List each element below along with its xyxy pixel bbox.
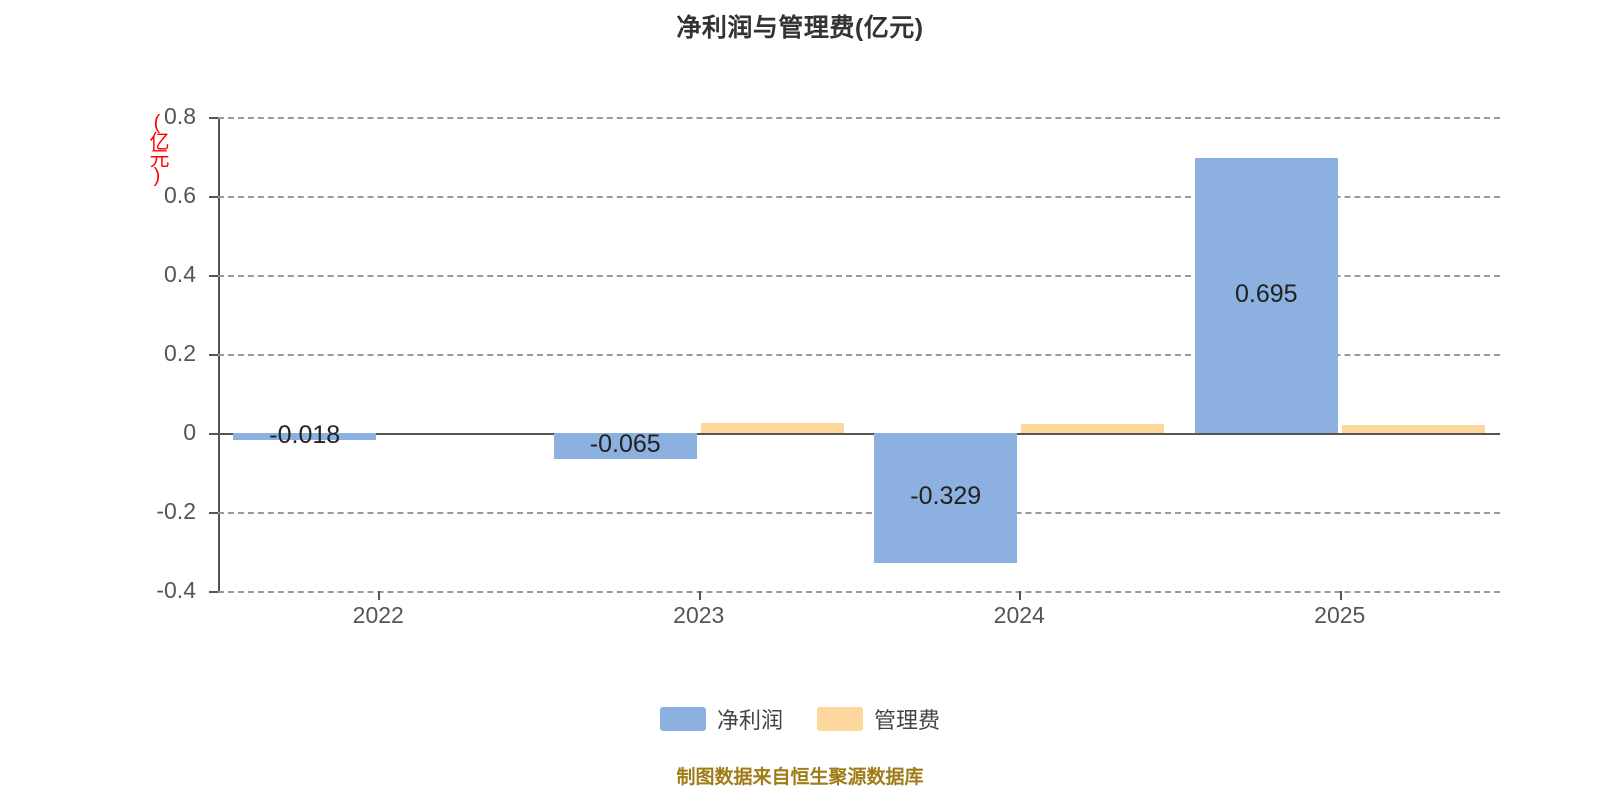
x-tick-mark bbox=[1339, 591, 1342, 600]
x-tick-label: 2022 bbox=[352, 602, 404, 628]
bar-expense-2025[interactable] bbox=[1341, 425, 1485, 433]
bar-value-label-2024: -0.329 bbox=[910, 481, 982, 510]
y-axis-unit-label: (亿元) bbox=[146, 112, 168, 184]
bar-value-label-2025: 0.695 bbox=[1234, 279, 1298, 308]
x-tick-mark bbox=[1019, 591, 1022, 600]
y-tick-label: 0.8 bbox=[164, 103, 196, 129]
legend-swatch-expense-icon bbox=[817, 707, 863, 731]
bar-profit-2023[interactable] bbox=[553, 433, 697, 459]
x-tick-label: 2025 bbox=[1314, 602, 1366, 628]
bar-profit-2022[interactable] bbox=[233, 433, 377, 441]
gridline--0.4 bbox=[218, 591, 1500, 593]
gridline-0.8 bbox=[218, 117, 1500, 119]
legend-label-expense: 管理费 bbox=[874, 708, 941, 733]
x-tick-mark bbox=[698, 591, 701, 600]
page-title: 净利润与管理费(亿元) bbox=[676, 14, 924, 42]
chart-legend: 净利润 管理费 bbox=[0, 703, 1600, 735]
y-tick-label: -0.2 bbox=[156, 498, 196, 524]
y-tick-label: 0.2 bbox=[164, 340, 196, 366]
gridline--0.2 bbox=[218, 512, 1500, 514]
legend-swatch-profit-icon bbox=[659, 707, 706, 731]
footer-source-note: 制图数据来自恒生聚源数据库 bbox=[676, 767, 924, 788]
y-tick-label: 0 bbox=[183, 419, 196, 445]
y-tick-mark bbox=[209, 433, 218, 435]
y-tick-mark bbox=[209, 196, 218, 198]
x-tick-mark bbox=[378, 591, 381, 600]
y-tick-mark bbox=[209, 512, 218, 514]
legend-item-profit[interactable]: 净利润 bbox=[659, 703, 783, 735]
y-tick-mark bbox=[209, 117, 218, 119]
legend-item-expense[interactable]: 管理费 bbox=[817, 703, 940, 735]
gridline-0.4 bbox=[218, 275, 1500, 277]
bar-profit-2025[interactable] bbox=[1194, 158, 1338, 433]
y-tick-mark bbox=[209, 354, 218, 356]
y-tick-mark bbox=[209, 275, 218, 277]
y-tick-label: 0.4 bbox=[164, 261, 196, 287]
y-tick-label: -0.4 bbox=[156, 577, 196, 603]
bar-value-label-2022: -0.018 bbox=[269, 420, 341, 449]
y-tick-label: 0.6 bbox=[164, 182, 196, 208]
x-tick-label: 2023 bbox=[673, 602, 725, 628]
gridline-0 bbox=[218, 433, 1500, 435]
bar-profit-2024[interactable] bbox=[874, 433, 1018, 563]
bar-value-label-2023: -0.065 bbox=[589, 429, 661, 458]
x-tick-label: 2024 bbox=[993, 602, 1045, 628]
gridline-0.2 bbox=[218, 354, 1500, 356]
gridline-0.6 bbox=[218, 196, 1500, 198]
bar-expense-2024[interactable] bbox=[1021, 424, 1165, 433]
bar-expense-2023[interactable] bbox=[700, 423, 844, 433]
legend-label-profit: 净利润 bbox=[716, 708, 783, 733]
y-tick-mark bbox=[209, 591, 218, 593]
